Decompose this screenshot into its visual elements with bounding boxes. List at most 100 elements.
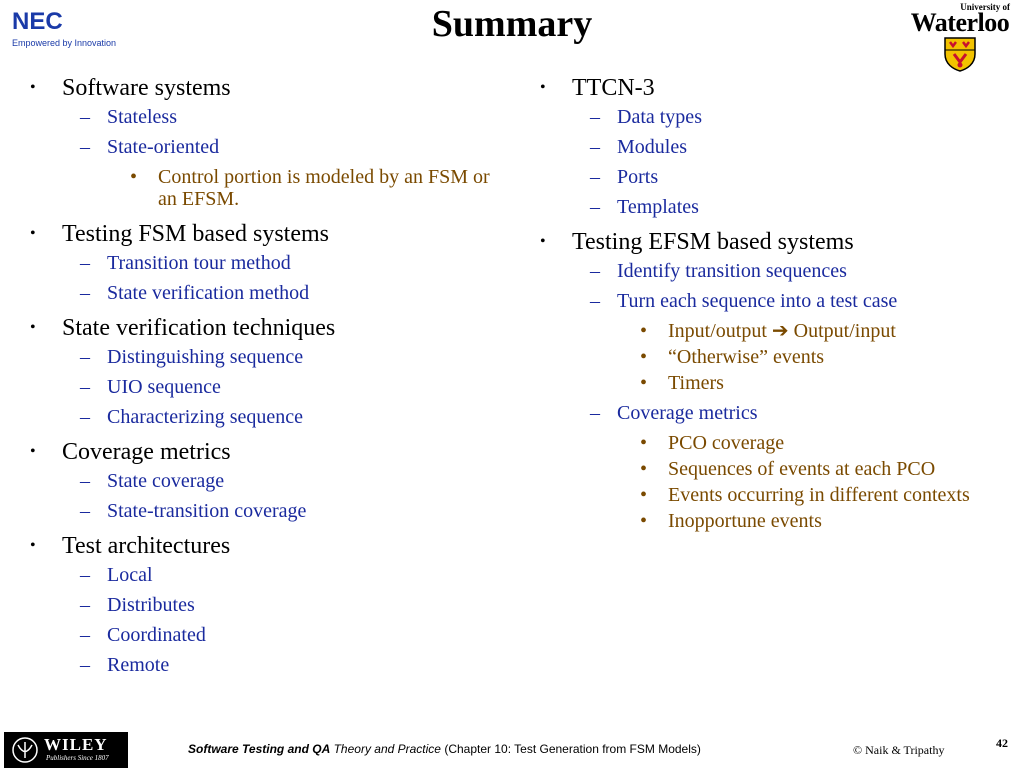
sub-sub-item: • Events occurring in different contexts [540, 484, 1024, 506]
sub-item-text: Distinguishing sequence [107, 346, 304, 368]
dash-marker: – [80, 594, 90, 616]
bullet-marker: • [540, 79, 546, 96]
sub-item: –Modules [540, 132, 1024, 162]
sub-item-text: Stateless [107, 106, 177, 128]
sub-item-text: Distributes [107, 594, 195, 616]
bullet-item: • Software systems [30, 74, 500, 102]
bullet-text: Testing FSM based systems [62, 221, 329, 247]
sub-sub-item-text: Events occurring in different contexts [668, 484, 970, 506]
sub-item: –State verification method [30, 278, 500, 308]
bullet-marker: • [640, 320, 648, 342]
dash-marker: – [80, 564, 90, 586]
bullet-text: Testing EFSM based systems [572, 229, 854, 255]
footer-book-name: Software Testing and QA [188, 742, 331, 756]
sub-item-text: Coordinated [107, 624, 206, 646]
bullet-item: • TTCN-3 [540, 74, 1024, 102]
sub-item-text: Local [107, 564, 153, 586]
nec-logo-tagline: Empowered by Innovation [12, 38, 117, 48]
sub-sub-item-text: Sequences of events at each PCO [668, 458, 936, 480]
wiley-logo-word: WILEY [44, 735, 108, 754]
sub-item-text: UIO sequence [107, 376, 221, 398]
dash-marker: – [80, 282, 90, 304]
bullet-item: •Testing FSM based systems [30, 220, 500, 248]
sub-item-text: Identify transition sequences [617, 260, 847, 282]
sub-item: –State coverage [30, 466, 500, 496]
waterloo-logo: University of Waterloo [904, 2, 1016, 72]
bullet-marker: • [640, 432, 648, 454]
bullet-marker: • [30, 319, 36, 336]
bullet-text: Coverage metrics [62, 439, 231, 465]
right-column: •TTCN-3–Data types–Modules–Ports–Templat… [540, 74, 1024, 536]
sub-sub-item-text: Input/output ➔ Output/input [540, 320, 1024, 342]
sub-sub-item-text-after: Output/input [793, 320, 896, 342]
sub-item: –Turn each sequence into a test case [540, 286, 1024, 316]
sub-sub-item: • Inopportune events [540, 510, 1024, 532]
dash-marker: – [590, 402, 600, 424]
bullet-marker: • [640, 458, 648, 480]
sub-sub-item-text: Control portion is modeled by an FSM or … [158, 166, 490, 210]
sub-sub-item: • Control portion is modeled by an FSM or… [30, 166, 500, 210]
sub-item: –UIO sequence [30, 372, 500, 402]
footer-book-subtitle: Theory and Practice [333, 742, 441, 756]
sub-item: –Distributes [30, 590, 500, 620]
sub-item: –Transition tour method [30, 248, 500, 278]
wiley-emblem-icon [12, 737, 38, 763]
bullet-text: TTCN-3 [572, 75, 655, 101]
sub-sub-item: •PCO coverage [540, 432, 1024, 454]
bullet-marker: • [540, 233, 546, 250]
sub-item-text: Characterizing sequence [107, 406, 304, 428]
bullet-marker: • [640, 510, 648, 532]
dash-marker: – [80, 136, 90, 158]
dash-marker: – [80, 654, 90, 676]
sub-item-text: Templates [617, 196, 699, 218]
dash-marker: – [590, 290, 600, 312]
left-column: •Software systems–Stateless–State-orient… [30, 74, 500, 680]
page-title: Summary [431, 3, 593, 45]
sub-item: –Templates [540, 192, 1024, 222]
sub-item-text: State-oriented [107, 136, 220, 158]
sub-item: –Characterizing sequence [30, 402, 500, 432]
footer-copyright: © Naik & Tripathy [853, 743, 945, 757]
sub-item-text: State-transition coverage [107, 500, 307, 522]
bullet-text: Software systems [62, 75, 231, 101]
bullet-marker: • [130, 166, 138, 188]
sub-item: –Stateless [30, 102, 500, 132]
sub-item: –State-transition coverage [30, 496, 500, 526]
waterloo-shield-icon [944, 37, 976, 72]
waterloo-logo-name: Waterloo [910, 8, 1010, 37]
sub-item-text: Ports [617, 166, 659, 188]
bullet-item: •Test architectures [30, 532, 500, 560]
sub-sub-item: •“Otherwise” events [540, 346, 1024, 368]
dash-marker: – [80, 106, 90, 128]
right-arrow-icon: ➔ [771, 320, 789, 342]
nec-logo-word: NEC [12, 8, 63, 35]
sub-item: –Coordinated [30, 620, 500, 650]
dash-marker: – [80, 406, 90, 428]
nec-logo: NEC Empowered by Innovation [12, 8, 117, 49]
bullet-item: • Coverage metrics [30, 438, 500, 466]
sub-sub-item: • Sequences of events at each PCO [540, 458, 1024, 480]
bullet-marker: • [30, 79, 36, 96]
bullet-marker: • [640, 484, 648, 506]
sub-item: –Distinguishing sequence [30, 342, 500, 372]
dash-marker: – [590, 260, 600, 282]
bullet-marker: • [640, 372, 648, 394]
sub-sub-item-text: Inopportune events [668, 510, 822, 532]
sub-sub-item-text-before: Input/output [668, 320, 767, 342]
wiley-logo: WILEY Publishers Since 1807 [4, 732, 128, 768]
sub-item: –State-oriented [30, 132, 500, 162]
sub-item-text: State verification method [107, 282, 310, 304]
dash-marker: – [80, 500, 90, 522]
sub-item-text: Transition tour method [107, 252, 291, 274]
bullet-marker: • [30, 443, 36, 460]
dash-marker: – [590, 196, 600, 218]
sub-item: –Local [30, 560, 500, 590]
sub-sub-item: •Timers [540, 372, 1024, 394]
dash-marker: – [80, 346, 90, 368]
footer: WILEY Publishers Since 1807 Software Tes… [0, 732, 1024, 768]
sub-item: –Remote [30, 650, 500, 680]
bullet-item: • Testing EFSM based systems [540, 228, 1024, 256]
sub-sub-item-text: “Otherwise” events [668, 346, 825, 368]
sub-item: –Identify transition sequences [540, 256, 1024, 286]
sub-item-text: Data types [617, 106, 702, 128]
